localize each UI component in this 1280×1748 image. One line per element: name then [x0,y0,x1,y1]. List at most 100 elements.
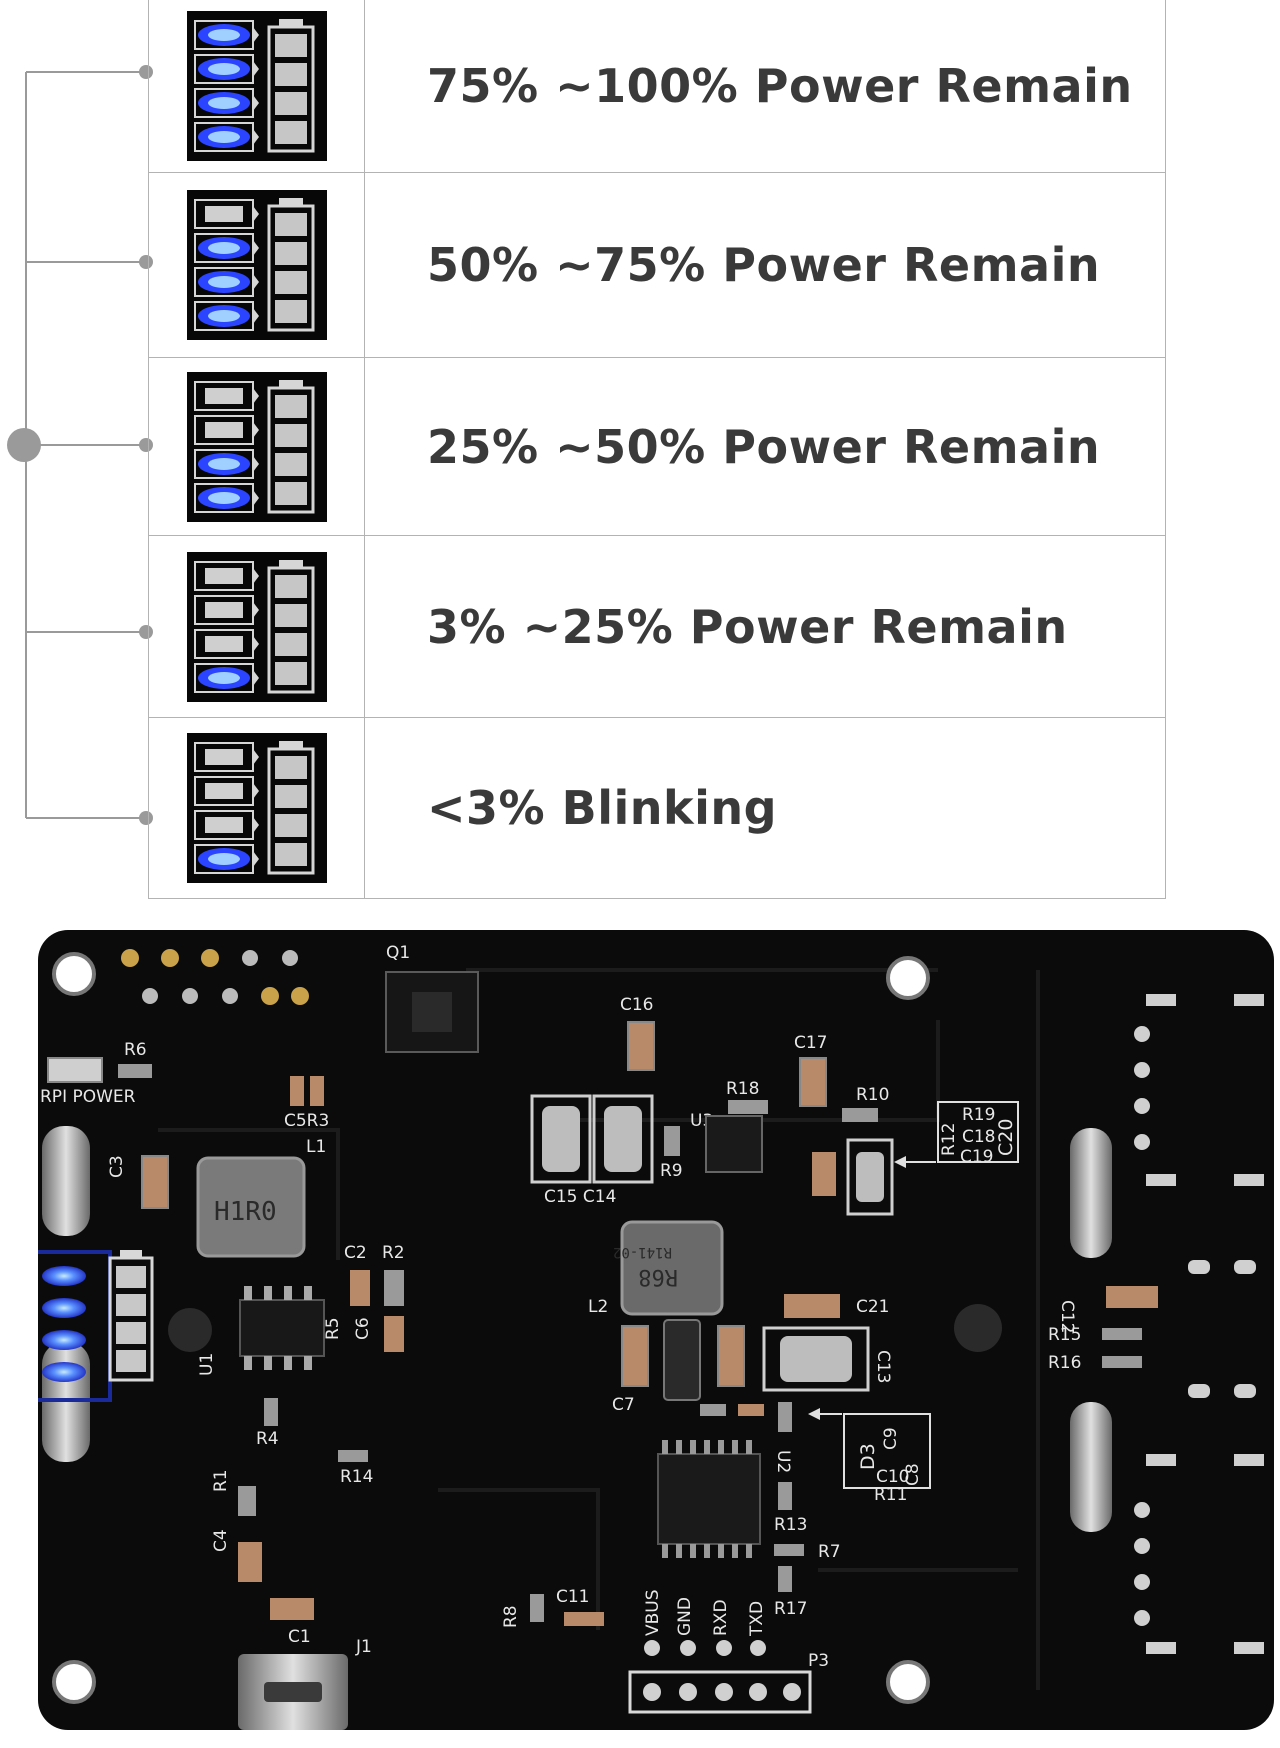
silk-gnd: GND [675,1597,695,1636]
silk-l1: L1 [306,1137,326,1157]
led-indicator-cell [149,358,365,535]
silk-c15c14: C15 C14 [544,1187,616,1207]
legend-row: <3% Blinking [149,717,1165,898]
silk-c4: C4 [211,1529,231,1552]
silk-c3: C3 [107,1155,127,1178]
silk-rxd: RXD [711,1599,731,1636]
legend-row: 75% ~100% Power Remain [149,0,1165,172]
silk-c7: C7 [612,1395,635,1415]
silk-c2: C2 [344,1243,367,1263]
led-off [204,206,243,222]
shield-tab [1070,1402,1112,1532]
silk-c5r3: C5R3 [284,1111,329,1131]
silk-q1: Q1 [386,943,410,963]
mounting-holes [52,952,1002,1704]
silk-j1: J1 [355,1637,372,1657]
silk-r18: R18 [726,1079,759,1099]
inductor-l1-marking: H1R0 [214,1197,277,1227]
silk-r4: R4 [256,1429,279,1449]
silk-d3: D3 [857,1443,879,1470]
silk-c11: C11 [556,1587,590,1607]
led-off [204,783,243,799]
silk-r13: R13 [774,1515,807,1535]
inductor-l1 [196,1156,306,1258]
legend-label: 25% ~50% Power Remain [427,419,1101,474]
silk-c19: C19 [960,1147,994,1167]
usb-shield-tab [42,1126,90,1236]
led-battery-icon [186,11,327,161]
chip-u1 [239,1299,325,1357]
legend-row: 50% ~75% Power Remain [149,172,1165,357]
legend-row: 3% ~25% Power Remain [149,535,1165,717]
silk-r16: R16 [1048,1353,1081,1373]
right-pads [1134,994,1264,1654]
silk-r15: R15 [1048,1325,1081,1345]
silk-r6: R6 [124,1040,147,1060]
silk-c20: C20 [995,1119,1017,1156]
silk-r14: R14 [340,1467,373,1487]
silk-l2: L2 [588,1297,608,1317]
silk-r11: R11 [874,1485,907,1505]
silk-r9: R9 [660,1161,683,1181]
silk-c1: C1 [288,1627,311,1647]
silk-c13: C13 [873,1350,893,1384]
silk-r10: R10 [856,1085,889,1105]
board-body [38,930,1274,1730]
legend-table: 75% ~100% Power Remain 50% ~75% Power Re… [148,0,1166,899]
led-off [204,567,243,584]
led-off [204,387,243,404]
legend-label: 3% ~25% Power Remain [427,599,1068,654]
silk-r7: R7 [818,1542,841,1562]
led-off [204,601,243,618]
inductor-l2-submarking: R141-02 [613,1244,672,1260]
silk-c21: C21 [856,1297,890,1317]
shield-tab [1070,1128,1112,1258]
silk-p3: P3 [808,1651,829,1671]
connector-tree [7,65,153,825]
silk-txd: TXD [747,1601,767,1637]
led-off [204,817,243,833]
silk-r2: R2 [382,1243,405,1263]
silk-label-box [843,1413,931,1489]
silk-c8: C8 [903,1463,923,1486]
silk-r5: R5 [323,1317,343,1340]
legend-row: 25% ~50% Power Remain [149,357,1165,535]
silk-c12: C12 [1057,1300,1077,1334]
power-led [47,1057,103,1083]
led-indicator-cell [149,173,365,357]
silk-label-box [937,1101,1019,1163]
inductor-l2 [620,1220,724,1316]
led-indicator-cell [149,718,365,898]
legend-label: <3% Blinking [427,781,778,835]
silk-c16: C16 [620,995,654,1015]
led-battery-icon [186,371,327,522]
silk-r12: R12 [939,1123,959,1156]
silk-r8: R8 [501,1605,521,1628]
header-p3 [628,1670,812,1714]
led-off [204,421,243,438]
led-indicator-cell [149,0,365,172]
chip-u2 [657,1453,761,1545]
silk-vbus: VBUS [643,1589,663,1636]
silk-c18: C18 [962,1127,996,1147]
serial-header-pads [644,1640,766,1656]
silk-c17: C17 [794,1033,828,1053]
led-indicator-cell [149,536,365,717]
chip-u3 [705,1115,763,1173]
led-battery-icon [186,190,327,340]
led-battery-icon [186,551,327,702]
led-battery-icon [186,733,327,883]
silk-u2: U2 [773,1450,793,1473]
silk-u1: U1 [197,1353,217,1376]
silk-r17: R17 [774,1599,807,1619]
silk-r1: R1 [211,1469,231,1492]
pogo-pin-pads [121,949,309,1005]
led-off [204,635,243,652]
legend-label: 75% ~100% Power Remain [427,59,1133,113]
board-battery-icon [108,1250,154,1382]
board-status-leds [42,1266,86,1382]
legend-label: 50% ~75% Power Remain [427,238,1101,292]
pcb-board: Q1 R6 RPI POWER C5R3 C3 L1 H1R0 C2 R2 U1… [38,930,1274,1730]
silk-r19: R19 [962,1105,995,1125]
led-off [204,749,243,765]
